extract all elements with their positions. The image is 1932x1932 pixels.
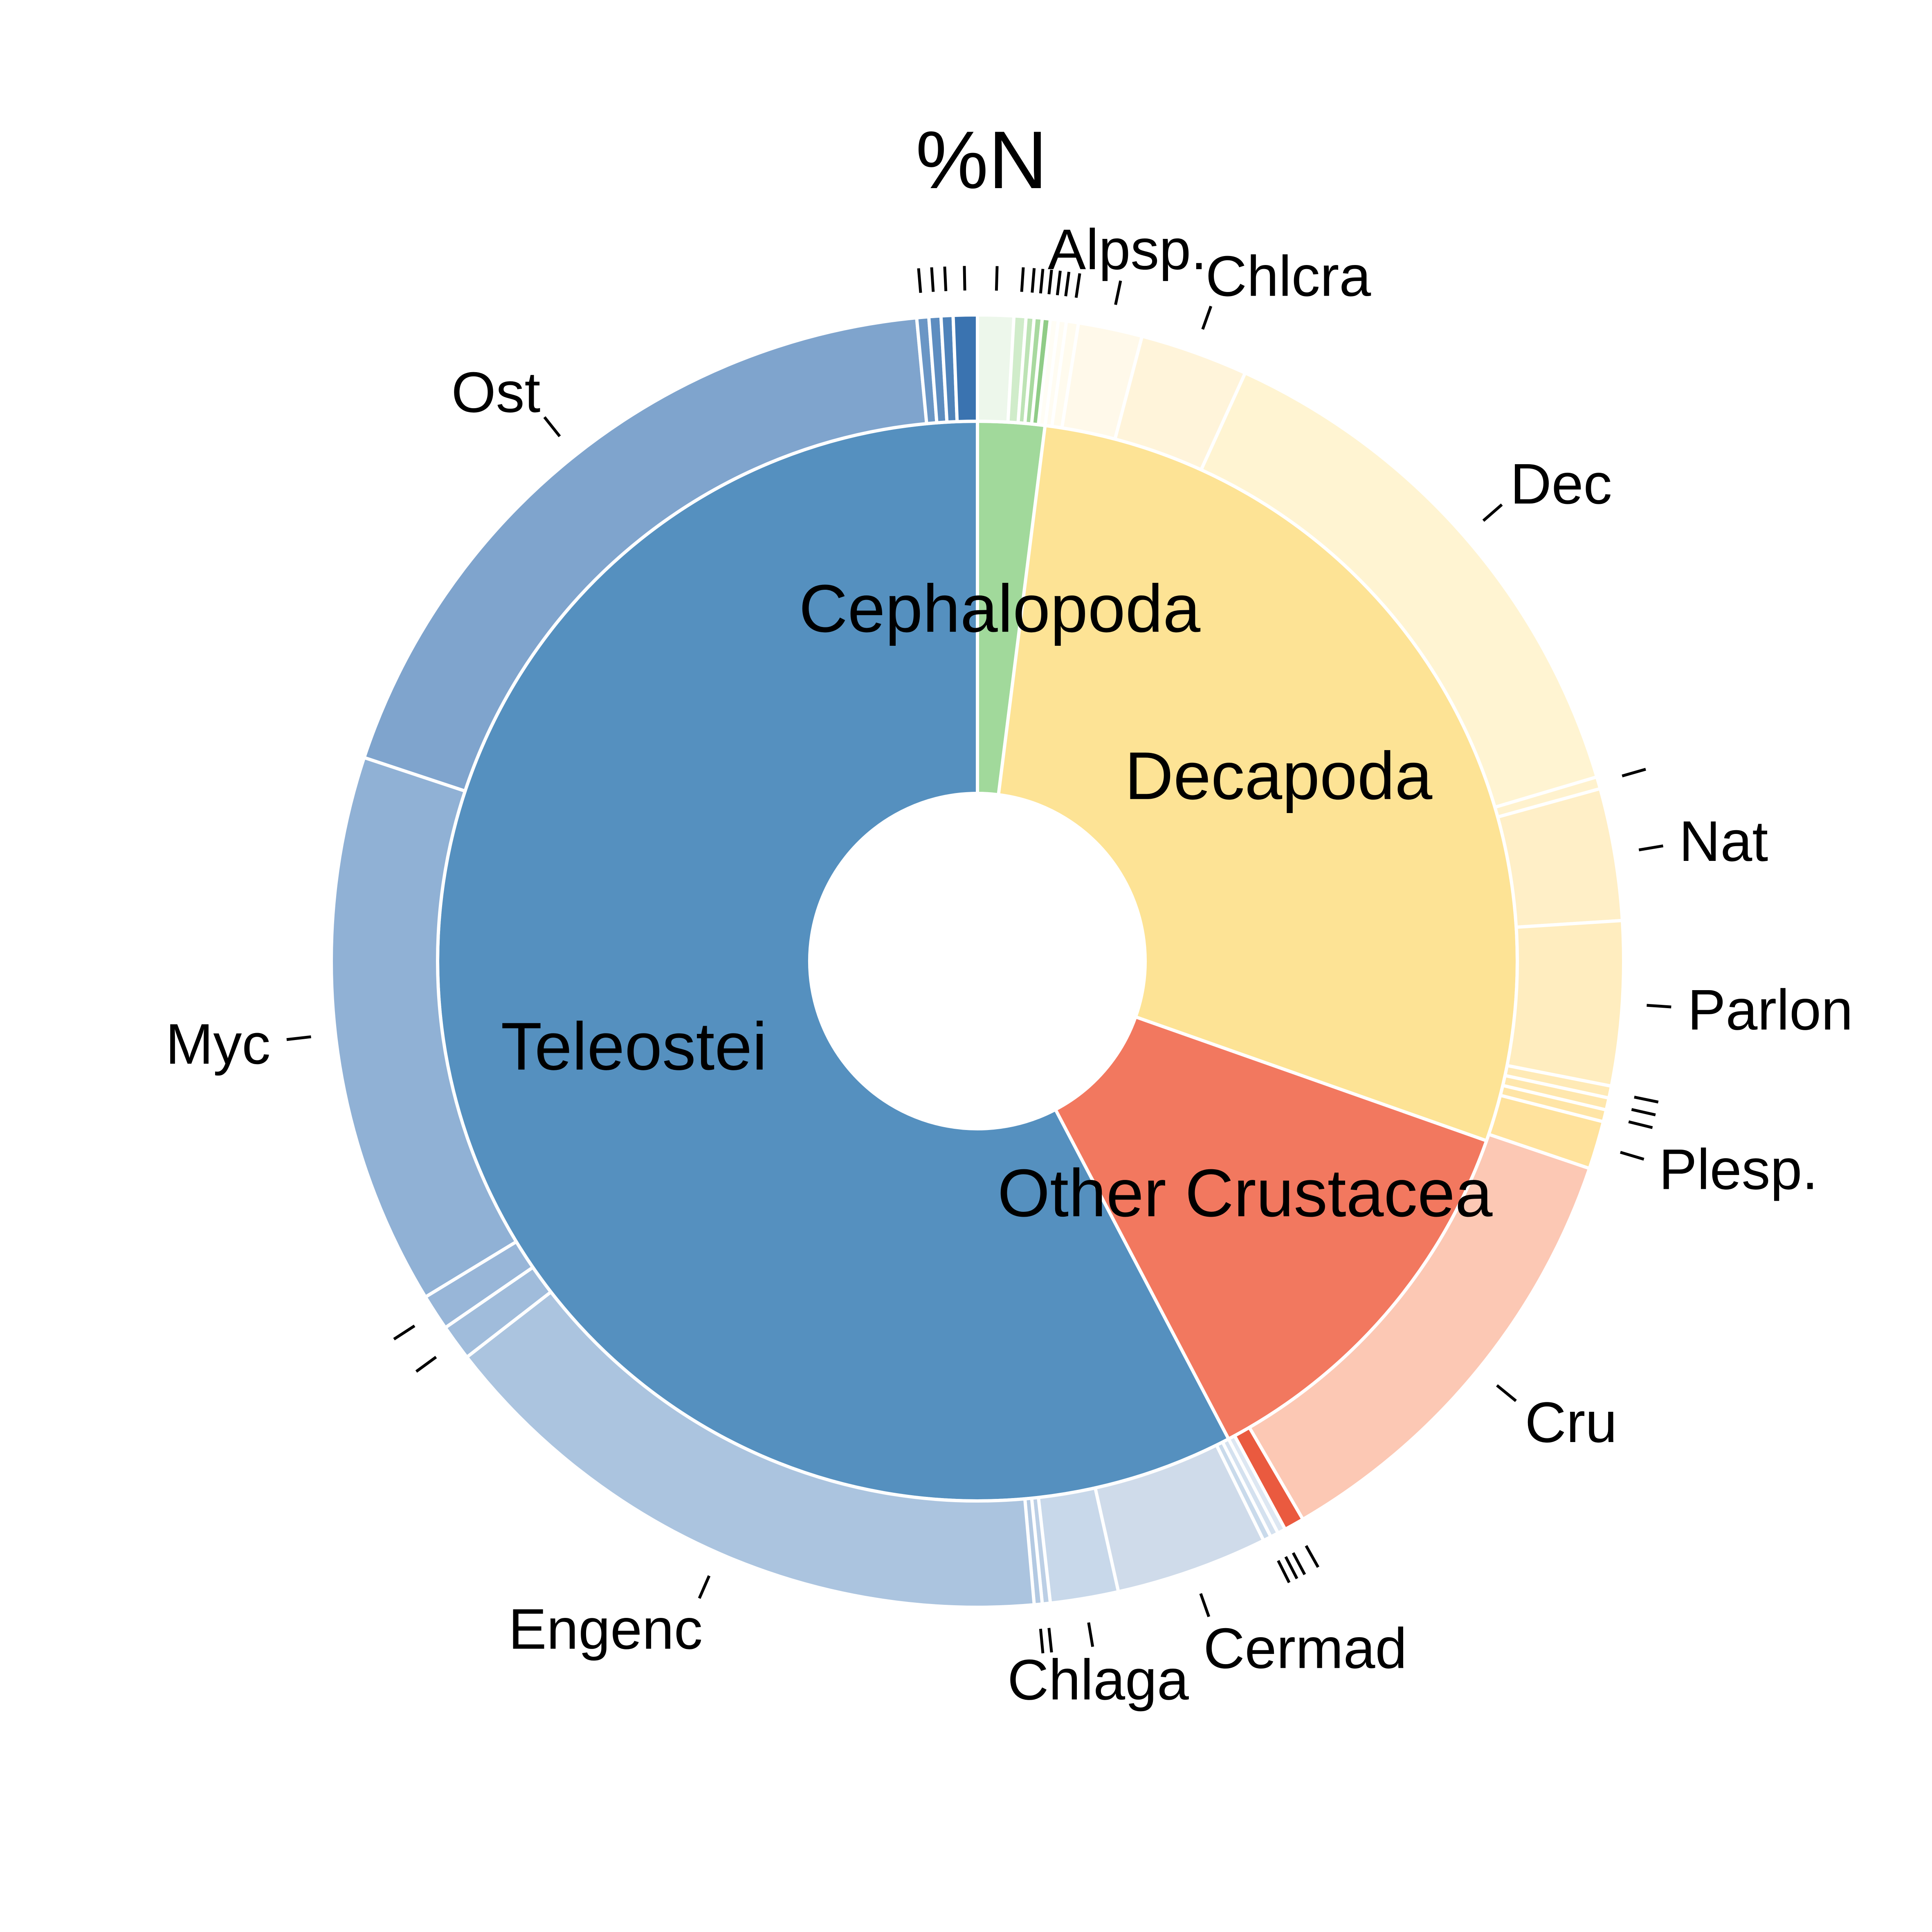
outer-label-cru: Cru: [1525, 1390, 1617, 1454]
leader-line-30: [393, 1324, 416, 1341]
leader-line-16: [1631, 1108, 1656, 1117]
outer-label-chlaga: Chlaga: [1007, 1647, 1189, 1712]
outer-label-nat: Nat: [1679, 809, 1768, 873]
outer-label-ost: Ost: [452, 360, 541, 424]
leader-line-engenc: [698, 1575, 711, 1599]
leader-line-7: [1064, 272, 1071, 297]
outer-slice-36: [951, 313, 979, 423]
leader-line-29: [415, 1356, 437, 1373]
outer-slice-ost: [362, 316, 928, 793]
leader-line-cermad: [1199, 1593, 1211, 1617]
outer-ring-labels: Alpsp.ChlcraDecNatParlonPlesp.CruCermadC…: [166, 217, 1853, 1712]
leader-line-17: [1628, 1120, 1653, 1129]
leader-line-27: [1039, 1629, 1045, 1653]
inner-label-decapoda: Decapoda: [1125, 738, 1432, 813]
leader-line-36: [963, 266, 966, 291]
leader-line-33: [917, 268, 922, 293]
leader-line-myc: [286, 1035, 311, 1041]
outer-ring: [330, 313, 1625, 1609]
leader-line-4: [1039, 269, 1045, 294]
leader-line-20: [1305, 1545, 1320, 1568]
leader-line-1: [995, 266, 999, 291]
outer-label-plesp: Plesp.: [1659, 1137, 1818, 1201]
outer-label-engenc: Engenc: [508, 1597, 703, 1661]
leader-line-alpsp: [1114, 280, 1122, 305]
leader-line-cru: [1496, 1384, 1517, 1402]
leader-line-6: [1056, 270, 1062, 296]
leader-line-23: [1277, 1560, 1291, 1584]
leader-line-21: [1292, 1552, 1306, 1575]
leader-line-plesp: [1620, 1151, 1644, 1161]
leader-line-12: [1622, 768, 1646, 777]
inner-ring: [436, 420, 1519, 1503]
outer-slice-parlon: [1505, 919, 1625, 1088]
leader-line-ost: [543, 416, 561, 438]
outer-label-cermad: Cermad: [1203, 1616, 1407, 1680]
leader-line-chlaga: [1087, 1622, 1094, 1647]
leader-line-15: [1634, 1096, 1659, 1104]
outer-leader-lines: [286, 266, 1671, 1653]
leader-line-3: [1031, 268, 1036, 293]
leader-line-8: [1074, 273, 1081, 298]
chart-title: %N: [916, 115, 1047, 206]
inner-label-other-crustacea: Other Crustacea: [997, 1155, 1493, 1231]
leader-line-26: [1047, 1628, 1053, 1653]
leader-line-35: [943, 266, 948, 291]
leader-line-5: [1047, 270, 1053, 294]
outer-label-dec: Dec: [1510, 452, 1612, 516]
leader-line-34: [930, 267, 935, 292]
inner-label-cephalopoda: Cephalopoda: [799, 571, 1200, 646]
outer-label-alpsp: Alpsp.: [1048, 217, 1207, 281]
leader-line-nat: [1638, 844, 1664, 851]
outer-label-parlon: Parlon: [1687, 977, 1853, 1042]
leader-line-parlon: [1647, 1004, 1671, 1009]
outer-label-chlcra: Chlcra: [1206, 244, 1371, 308]
leader-line-22: [1284, 1556, 1298, 1579]
leader-line-2: [1020, 267, 1025, 292]
leader-line-dec: [1482, 503, 1503, 522]
inner-label-teleostei: Teleostei: [501, 1009, 767, 1084]
outer-label-myc: Myc: [166, 1012, 271, 1076]
leader-line-chlcra: [1201, 306, 1213, 330]
